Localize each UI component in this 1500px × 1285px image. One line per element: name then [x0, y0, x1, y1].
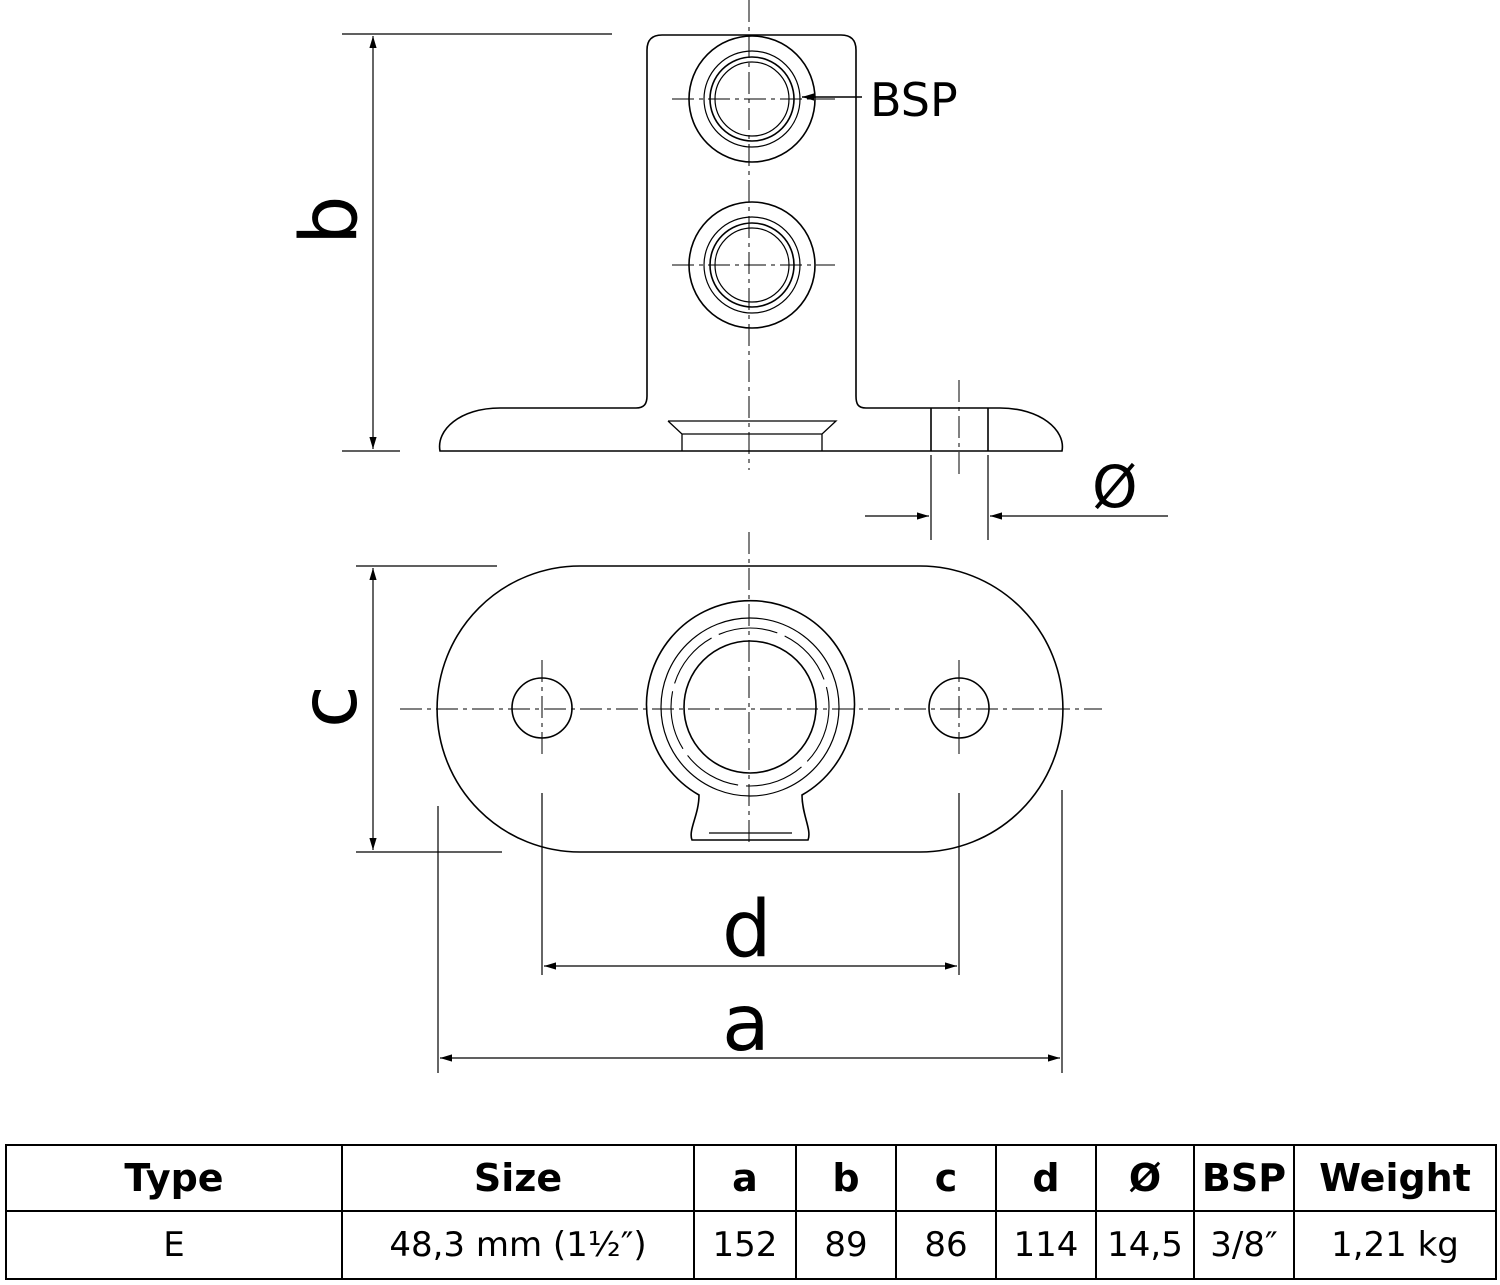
side-view-centerlines: [672, 0, 960, 478]
label-a: a: [722, 979, 770, 1069]
header-b: b: [795, 1144, 897, 1212]
header-bsp: BSP: [1193, 1144, 1295, 1212]
label-d: d: [722, 885, 772, 975]
label-c: c: [285, 685, 375, 728]
socket-boss: [645, 599, 856, 841]
dimension-b: [342, 33, 612, 452]
cell-bsp: 3/8″: [1193, 1210, 1295, 1280]
cell-c: 86: [895, 1210, 997, 1280]
header-c: c: [895, 1144, 997, 1212]
technical-drawing: BSP b c Ø d a: [285, 0, 1168, 1073]
socket-thread: [670, 627, 830, 787]
header-d: d: [995, 1144, 1097, 1212]
dimension-d: [541, 793, 960, 975]
header-a: a: [693, 1144, 797, 1212]
cell-d: 114: [995, 1210, 1097, 1280]
cell-weight: 1,21 kg: [1293, 1210, 1497, 1280]
label-bsp: BSP: [870, 73, 958, 127]
label-diameter: Ø: [1092, 453, 1138, 521]
side-view: [438, 34, 1064, 452]
side-view-outline: [438, 34, 1064, 452]
top-view-centerlines: [400, 532, 1102, 845]
dimension-a: [437, 790, 1063, 1073]
header-type: Type: [5, 1144, 343, 1212]
socket-ring: [660, 617, 840, 797]
base-screw: [667, 420, 838, 451]
cell-diameter: 14,5: [1095, 1210, 1195, 1280]
dimension-diameter: [865, 455, 1168, 540]
label-b: b: [285, 195, 375, 245]
cell-size: 48,3 mm (1½″): [341, 1210, 695, 1280]
socket-bore: [683, 640, 817, 774]
cell-a: 152: [693, 1210, 797, 1280]
table-row: E 48,3 mm (1½″) 152 89 86 114 14,5 3/8″ …: [5, 1210, 1497, 1280]
cell-type: E: [5, 1210, 343, 1280]
header-size: Size: [341, 1144, 695, 1212]
table-header-row: Type Size a b c d Ø BSP Weight: [5, 1144, 1497, 1212]
cell-b: 89: [795, 1210, 897, 1280]
header-weight: Weight: [1293, 1144, 1497, 1212]
header-diameter: Ø: [1095, 1144, 1195, 1212]
plate-outline: [436, 565, 1064, 853]
spec-table: Type Size a b c d Ø BSP Weight E 48,3 mm…: [5, 1144, 1497, 1280]
dimension-c: [356, 565, 502, 853]
